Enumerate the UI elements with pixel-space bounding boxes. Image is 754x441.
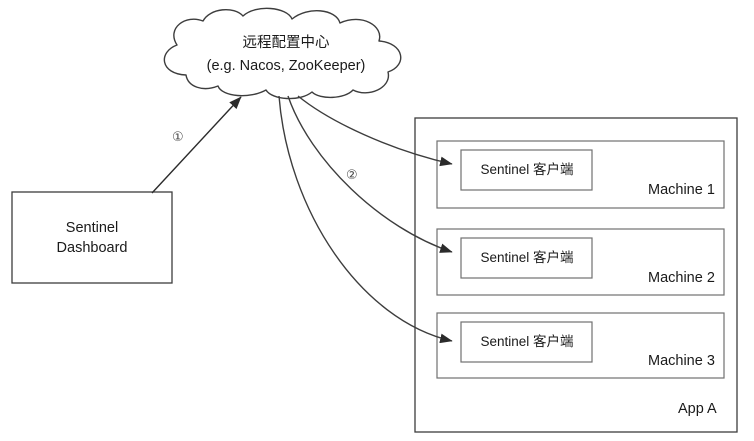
arrow-cloud-to-client-3: [278, 95, 453, 344]
machine-1-label: Machine 1: [648, 182, 715, 198]
sentinel-client-1-box: [460, 149, 593, 191]
remote-config-center-line1: 远程配置中心: [242, 35, 330, 51]
machine-2-label: Machine 2: [648, 270, 715, 286]
cloud-shape: [163, 7, 402, 100]
remote-config-center-line2: (e.g. Nacos, ZooKeeper): [206, 58, 366, 74]
step-2-marker: ②: [346, 168, 358, 183]
sentinel-dashboard-line2: Dashboard: [56, 240, 128, 256]
machine-3-label: Machine 3: [648, 353, 715, 369]
sentinel-client-2-box: [460, 237, 593, 279]
arrow-dashboard-to-cloud: [151, 96, 242, 194]
sentinel-client-3-box: [460, 321, 593, 363]
step-1-marker: ①: [172, 130, 184, 145]
sentinel-dashboard-box: [11, 191, 173, 284]
arrow-cloud-to-client-2: [287, 95, 453, 253]
app-a-label: App A: [678, 401, 717, 417]
sentinel-client-1-label: Sentinel 客户端: [480, 162, 574, 177]
sentinel-client-2-label: Sentinel 客户端: [480, 250, 574, 265]
arrow-cloud-to-client-1: [297, 95, 453, 167]
sentinel-dashboard-line1: Sentinel: [65, 220, 119, 236]
sentinel-client-3-label: Sentinel 客户端: [480, 334, 574, 349]
